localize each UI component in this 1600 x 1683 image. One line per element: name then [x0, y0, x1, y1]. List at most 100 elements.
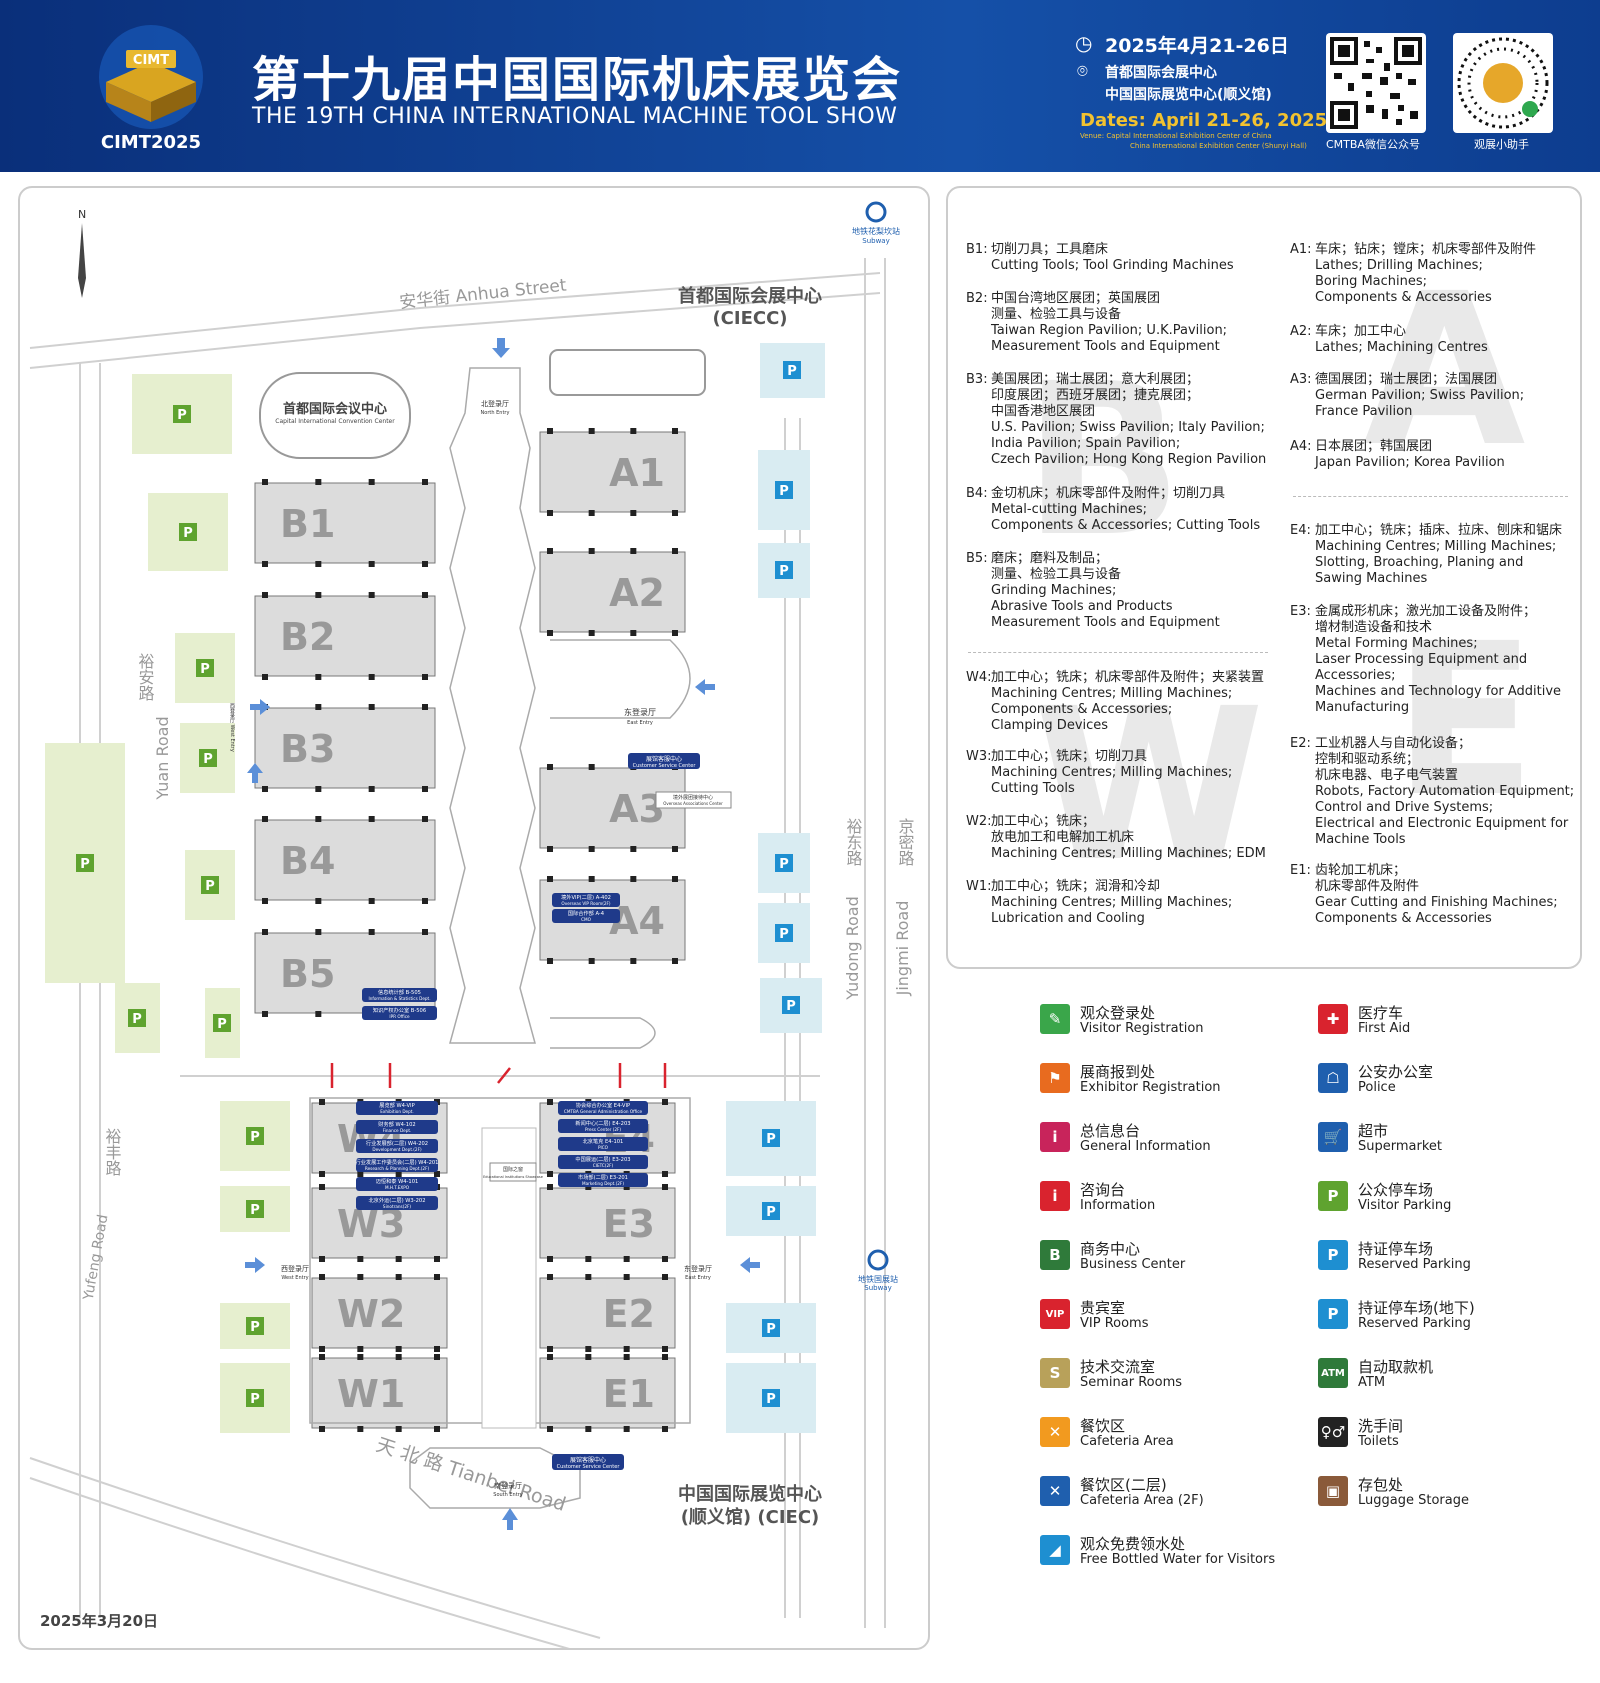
hall-label-e3: E3	[603, 1202, 655, 1246]
cmtba-wechat-qr-code[interactable]	[1326, 33, 1426, 133]
road-jingmi-cn: 京密路	[896, 818, 915, 866]
hall-b3[interactable]: B3	[254, 704, 436, 792]
seminar-rooms-icon: S	[1040, 1358, 1070, 1388]
csc1-en: Customer Service Center	[633, 763, 697, 769]
hall-legend-text: 加工中心；铣床； 放电加工和电解加工机床 Machining Centres; …	[991, 814, 1266, 861]
hall-legend-key: W4:	[966, 670, 992, 685]
overseas-center-en: Overseas Associations Center	[663, 801, 723, 806]
parking-label: P	[766, 1322, 776, 1337]
legend-label-en: VIP Rooms	[1080, 1316, 1149, 1331]
subway-station-guozhan[interactable]: 地铁国展站 Subway	[858, 1249, 898, 1292]
east-entry-loop	[550, 639, 691, 719]
parking-label: P	[779, 564, 789, 579]
legend-label-cn: 咨询台	[1080, 1181, 1126, 1199]
north-entry-cn: 北登录厅	[481, 399, 509, 408]
vip-rooms-icon: VIP	[1040, 1299, 1070, 1329]
hall-label-a2: A2	[609, 571, 665, 615]
visitor-parking-icon: P	[246, 1127, 264, 1145]
hall-b5[interactable]: B5	[254, 929, 436, 1017]
parking-label: P	[203, 752, 213, 767]
street-anhua: 安华街 Anhua Street	[398, 276, 567, 313]
east-entry2-cn: 东登录厅	[684, 1264, 712, 1273]
subway-station-hualikan[interactable]: 地铁花梨坎站 Subway	[852, 201, 900, 245]
exhibitor-registration-icon: ⚑	[1040, 1063, 1070, 1093]
hall-legend-key: B2:	[966, 291, 988, 306]
business-center-icon: B	[1040, 1240, 1070, 1270]
hall-legend-key: A2:	[1290, 324, 1312, 339]
parking-label: P	[217, 1017, 227, 1032]
hall-legend-text: 加工中心；铣床；润滑和冷却 Machining Centres; Milling…	[991, 879, 1233, 926]
parking-label: P	[250, 1203, 260, 1218]
office-name-en: CMO	[581, 917, 592, 922]
hall-w2[interactable]: W2	[311, 1274, 448, 1352]
show-date-cn: 2025年4月21-26日	[1105, 35, 1289, 57]
legend-label-cn: 观众登录处	[1080, 1004, 1156, 1022]
hall-legend-text: 加工中心；铣床；插床、拉床、刨床和锯床 Machining Centres; M…	[1315, 523, 1563, 586]
office-name-en: Development Dept.(2F)	[372, 1147, 422, 1152]
office-name-en: CIETC(2F)	[593, 1163, 614, 1168]
reserved-parking-icon: P	[775, 481, 793, 499]
ciecc-name-en: (CIECC)	[712, 308, 787, 329]
office-name-en: M.H.T.EXPO	[385, 1185, 410, 1190]
road-yuan-cn: 裕安路	[136, 653, 155, 701]
office-name-en: IPR Office	[389, 1014, 410, 1019]
csc1-cn: 展馆客服中心	[646, 755, 682, 763]
hall-w3[interactable]: W3	[311, 1184, 448, 1262]
visitor-assistant-qr-code[interactable]	[1453, 33, 1553, 133]
legend-label-cn: 贵宾室	[1080, 1299, 1126, 1317]
hall-a1[interactable]: A1	[539, 428, 686, 516]
hall-legend-text: 金切机床；机床零部件及附件；切削刀具 Metal-cutting Machine…	[991, 486, 1261, 533]
reserved-parking-icon: P	[775, 561, 793, 579]
hall-a2[interactable]: A2	[539, 548, 686, 636]
convention-center-building	[259, 372, 411, 459]
legend-label-en: Supermarket	[1358, 1139, 1442, 1154]
hall-legend-key: A3:	[1290, 372, 1312, 387]
parking-label: P	[132, 1012, 142, 1027]
legend-label-en: Reserved Parking	[1358, 1316, 1471, 1331]
office-name-en: Overseas VIP Room(2F)	[561, 901, 610, 906]
east-entry-cn: 东登录厅	[624, 707, 656, 717]
office-name-en: Sinotrans(2F)	[383, 1204, 412, 1209]
legend-label-en: Free Bottled Water for Visitors	[1080, 1552, 1276, 1567]
hall-b1[interactable]: B1	[254, 479, 436, 567]
convention-center-cn: 首都国际会议中心	[283, 401, 387, 417]
hall-label-b4: B4	[280, 839, 335, 883]
overseas-center-cn: 境外展团接待中心	[673, 794, 713, 801]
hall-e1[interactable]: E1	[539, 1354, 676, 1432]
hall-legend-text: 切削刀具；工具磨床 Cutting Tools; Tool Grinding M…	[991, 242, 1234, 273]
cimt-logo: CIMT CIMT2025	[99, 25, 203, 152]
atm-icon: ATM	[1318, 1358, 1348, 1388]
legend-label-en: Police	[1358, 1080, 1396, 1095]
legend-label-en: ATM	[1358, 1375, 1386, 1390]
hall-legend-text: 工业机器人与自动化设备； 控制和驱动系统； 机床电器、电子电气装置 Robots…	[1315, 736, 1575, 847]
office-name-cn: 展览部 W4-VIP	[379, 1101, 414, 1109]
legend-label-cn: 超市	[1358, 1122, 1389, 1140]
hall-e3[interactable]: E3	[539, 1184, 676, 1262]
legend-label-cn: 观众免费领水处	[1080, 1535, 1186, 1553]
hall-label-w1: W1	[337, 1372, 405, 1416]
office-name-en: Exhibition Dept.	[380, 1109, 414, 1114]
south-entry-en: South Entry	[493, 1492, 522, 1498]
legend-label-cn: 总信息台	[1080, 1122, 1141, 1140]
convention-center-en: Capital International Convention Center	[275, 418, 395, 425]
hall-legend-key: A4:	[1290, 439, 1312, 454]
dates-en: Dates: April 21-26, 2025	[1080, 110, 1328, 131]
hall-b4[interactable]: B4	[254, 816, 436, 904]
visitor-registration-icon: ✎	[1040, 1004, 1070, 1034]
hall-e2[interactable]: E2	[539, 1274, 676, 1352]
hall-w1[interactable]: W1	[311, 1354, 448, 1432]
parking-label: P	[250, 1130, 260, 1145]
hall-b2[interactable]: B2	[254, 592, 436, 680]
legend-label-cn: 持证停车场	[1358, 1240, 1434, 1258]
cafeteria-2f-icon: ✕	[1040, 1476, 1070, 1506]
parking-label: P	[787, 364, 797, 379]
visitor-parking-icon: P	[246, 1200, 264, 1218]
office-name-cn: 境外VIP(二层) A-402	[561, 893, 611, 901]
